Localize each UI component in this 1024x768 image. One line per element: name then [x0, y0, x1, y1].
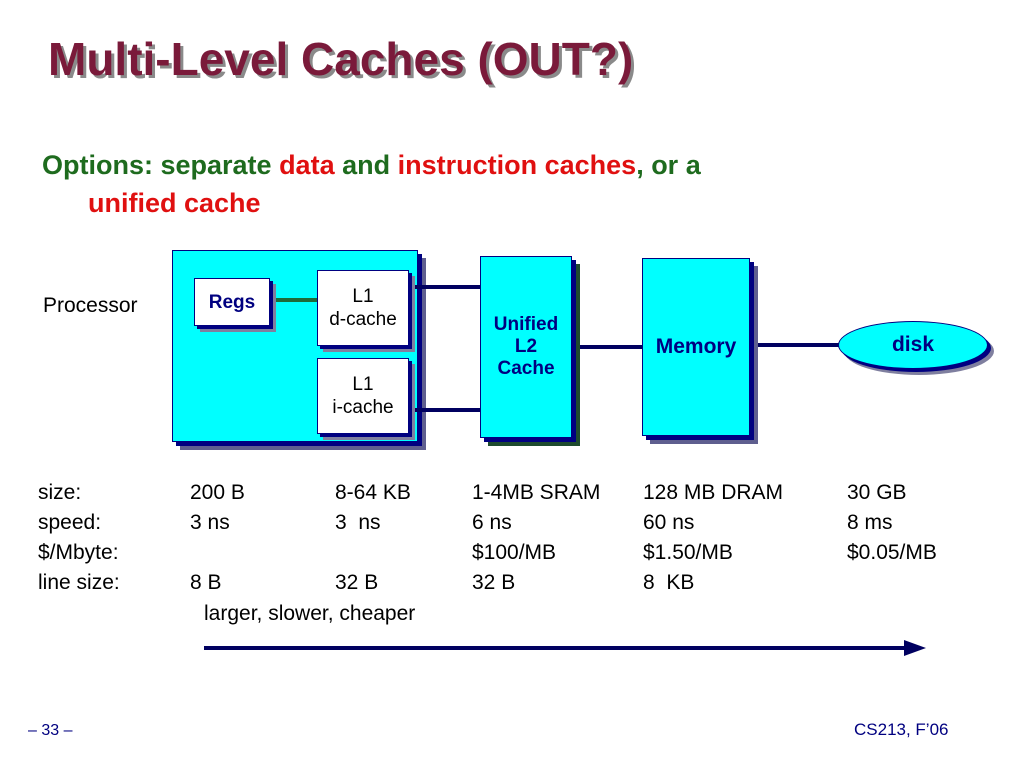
processor-label: Processor — [43, 294, 138, 317]
table-row-speed-l1: 3 ns — [335, 511, 381, 534]
l1i-label-1: L1 — [352, 374, 374, 395]
regs-to-l1d-line — [269, 298, 317, 302]
l2-label-3: Cache — [497, 358, 555, 379]
slide-number: – 33 – — [28, 722, 73, 739]
table-row-line-l2: 32 B — [472, 571, 516, 594]
regs-label: Regs — [208, 291, 256, 313]
bullet-text-unified: unified cache — [88, 188, 261, 218]
l2-label-2: L2 — [514, 336, 538, 357]
table-row-speed-l2: 6 ns — [472, 511, 512, 534]
bullet-text-instruction: instruction caches — [397, 150, 637, 180]
l1d-to-l2-line — [408, 285, 482, 289]
table-row-speed-disk: 8 ms — [847, 511, 893, 534]
table-row-size-regs: 200 B — [190, 481, 245, 504]
trend-arrow — [204, 640, 926, 656]
l1d-label-1: L1 — [352, 286, 374, 307]
table-row-line-regs: 8 B — [190, 571, 222, 594]
bullet-text-and: and — [334, 150, 398, 180]
disk-ellipse: disk — [838, 321, 988, 369]
table-row-cost-disk: $0.05/MB — [847, 541, 937, 564]
course-label: CS213, F’06 — [854, 720, 949, 739]
table-row-size-l2: 1-4MB SRAM — [472, 481, 601, 504]
table-row-speed-regs: 3 ns — [190, 511, 230, 534]
l2-to-memory-line — [574, 345, 642, 349]
l1-icache-box: L1 i-cache — [317, 358, 409, 434]
table-row-size-label: size: — [38, 481, 82, 504]
bullet-options: Options: separate data and instruction c… — [42, 146, 942, 222]
table-row-cost-l2: $100/MB — [472, 541, 557, 564]
memory-label: Memory — [655, 335, 737, 358]
memory-to-disk-line — [752, 343, 842, 347]
bullet-text-1: Options: separate — [42, 150, 280, 180]
table-row-line-label: line size: — [38, 571, 120, 594]
l1-dcache-box: L1 d-cache — [317, 270, 409, 346]
memory-box: Memory — [642, 258, 750, 436]
table-row-speed-memory: 60 ns — [643, 511, 695, 534]
table-row-size-disk: 30 GB — [847, 481, 907, 504]
table-row-cost-memory: $1.50/MB — [643, 541, 733, 564]
bullet-text-data: data — [279, 150, 335, 180]
trend-caption: larger, slower, cheaper — [204, 602, 416, 625]
table-row-speed-label: speed: — [38, 511, 102, 534]
regs-box: Regs — [194, 278, 270, 326]
table-row-line-l1: 32 B — [335, 571, 379, 594]
table-row-line-memory: 8 KB — [643, 571, 695, 594]
l2-cache-box: Unified L2 Cache — [480, 256, 572, 438]
table-row-size-memory: 128 MB DRAM — [643, 481, 784, 504]
table-row-cost-label: $/Mbyte: — [38, 541, 119, 564]
bullet-text-or: , or a — [636, 150, 701, 180]
l1d-label-2: d-cache — [329, 309, 397, 330]
l2-label-1: Unified — [493, 314, 559, 335]
disk-label: disk — [891, 333, 935, 356]
l1i-to-l2-line — [408, 408, 482, 412]
l1i-label-2: i-cache — [332, 397, 394, 418]
table-row-size-l1: 8-64 KB — [335, 481, 411, 504]
slide-title: Multi-Level Caches (OUT?) — [48, 33, 634, 85]
